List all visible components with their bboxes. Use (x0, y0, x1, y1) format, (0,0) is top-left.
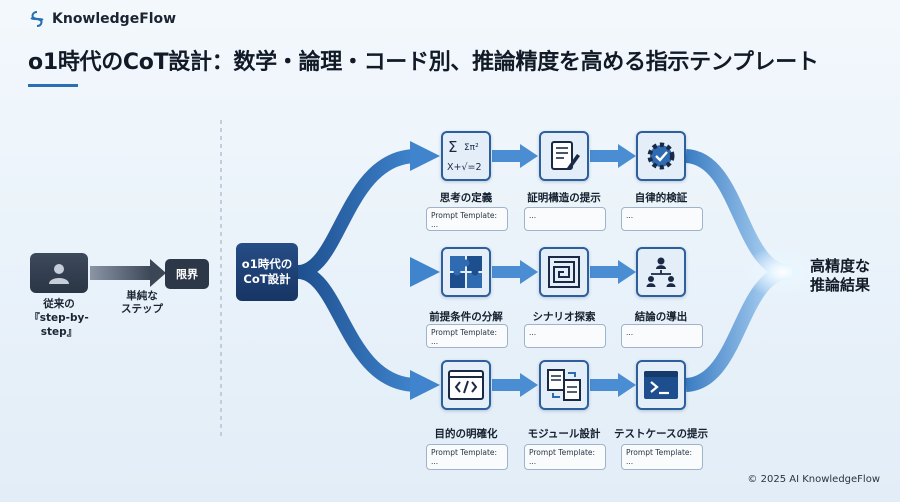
legacy-label-line1: 従来の (43, 298, 75, 310)
hierarchy-icon (646, 257, 676, 287)
simple-step-line2: ステップ (121, 303, 163, 315)
user-icon (49, 264, 69, 284)
brand-name: KnowledgeFlow (52, 11, 177, 27)
hub-line2: CoT設計 (243, 272, 291, 286)
document-pen-icon (551, 141, 580, 170)
code-window-icon (448, 370, 484, 400)
prompt-template-field[interactable]: Prompt Template: ... (426, 324, 508, 348)
node-goal-clarification (441, 360, 491, 410)
flow-logo-icon (30, 11, 44, 27)
legacy-user-box (30, 253, 88, 293)
math-formula-icon: Σ Σπ² X+√=2 (447, 138, 482, 173)
legacy-arrow (90, 259, 166, 287)
svg-text:Σπ²: Σπ² (464, 143, 479, 153)
result-line2: 推論結果 (809, 276, 870, 294)
node-premise-decomposition (441, 247, 491, 297)
label-proof-structure: 証明構造の提示 (527, 192, 601, 204)
puzzle-icon (450, 256, 482, 288)
prompt-template-field[interactable]: Prompt Template: ... (524, 444, 606, 470)
label-module-design: モジュール設計 (527, 428, 601, 440)
limit-box: 限界 (165, 259, 209, 289)
prompt-template-field[interactable]: ... (524, 324, 606, 348)
legacy-label-line2: 『step-by-step』 (29, 312, 89, 338)
terminal-icon (644, 371, 678, 399)
cot-hub-node: o1時代の CoT設計 (236, 243, 298, 301)
label-premise-decomposition: 前提条件の分解 (429, 311, 503, 323)
prompt-template-field[interactable]: Prompt Template: ... (426, 444, 508, 470)
prompt-template-field[interactable]: ... (621, 324, 703, 348)
node-connectors (492, 144, 636, 397)
node-proof-structure (539, 131, 589, 181)
label-math-definition: 思考の定義 (439, 192, 493, 204)
node-scenario-search (539, 247, 589, 297)
modules-icon (547, 369, 581, 401)
prompt-template-field[interactable]: ... (621, 207, 703, 231)
prompt-template-field[interactable]: ... (524, 207, 606, 231)
hub-line1: o1時代の (241, 257, 293, 271)
prompt-template-field[interactable]: Prompt Template: ... (426, 207, 508, 231)
svg-text:X+√=2: X+√=2 (447, 162, 482, 173)
branch-arrowheads (410, 141, 440, 400)
node-test-cases (636, 360, 686, 410)
maze-icon (548, 256, 580, 288)
result-line1: 高精度な (809, 257, 870, 275)
node-math-definition: Σ Σπ² X+√=2 (441, 131, 491, 181)
label-test-cases: テストケースの提示 (614, 428, 708, 440)
node-autonomous-verification (636, 131, 686, 181)
copyright: © 2025 AI KnowledgeFlow (747, 474, 880, 485)
simple-step-line1: 単純な (126, 290, 158, 302)
svg-text:Σ: Σ (448, 138, 457, 156)
title-underline (28, 84, 78, 87)
node-module-design (539, 360, 589, 410)
prompt-template-field[interactable]: Prompt Template: ... (621, 444, 703, 470)
label-scenario-search: シナリオ探索 (532, 311, 596, 323)
gear-check-icon (647, 142, 675, 170)
branch-arrows (296, 149, 416, 392)
simple-step-label: 単純な ステップ (107, 290, 177, 316)
label-conclusion-derivation: 結論の導出 (634, 311, 688, 323)
brand[interactable]: KnowledgeFlow (28, 10, 176, 28)
result-glow (741, 246, 825, 298)
node-conclusion-derivation (636, 247, 686, 297)
result-label: 高精度な 推論結果 (790, 257, 890, 295)
legacy-label: 従来の 『step-by-step』 (14, 297, 104, 339)
page-title: o1時代のCoT設計：数学・論理・コード別、推論精度を高める指示テンプレート (28, 50, 819, 75)
label-autonomous-verification: 自律的検証 (634, 192, 688, 204)
label-goal-clarification: 目的の明確化 (434, 428, 498, 440)
